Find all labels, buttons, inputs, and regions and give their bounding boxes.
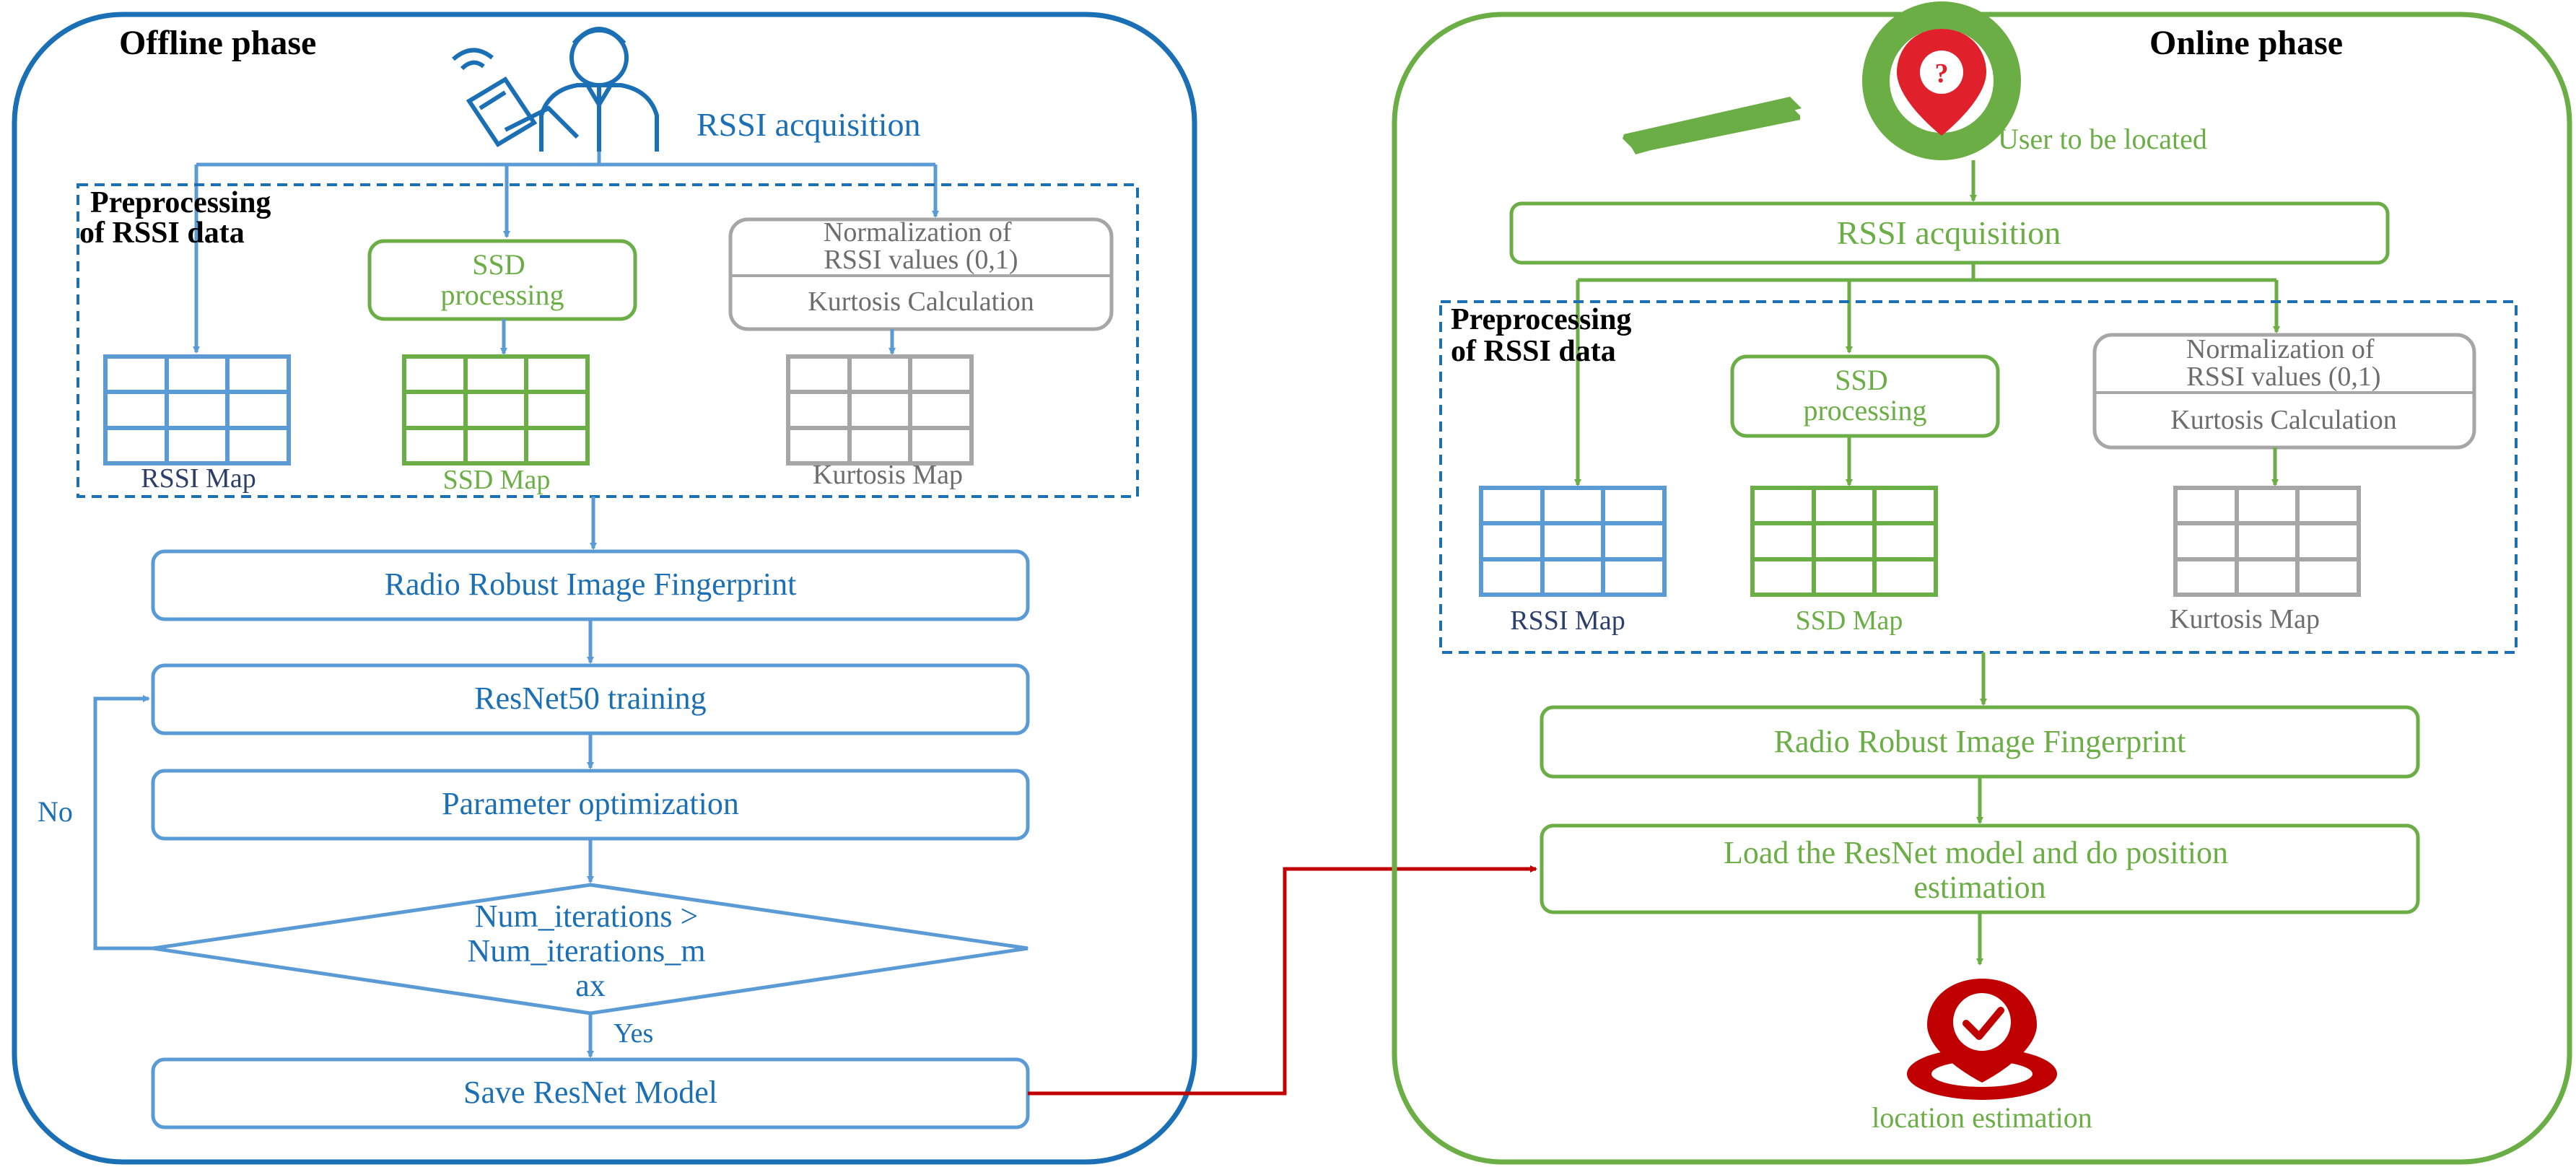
offline-phase: Offline phase RSSI acquisition Prepro [12,12,1197,1165]
offline-ssd-processing-label: SSD processing [440,248,564,311]
offline-kurtosis-calc-label: Kurtosis Calculation [808,287,1034,317]
offline-training-label: ResNet50 training [474,681,706,716]
offline-save-model-label: Save ResNet Model [463,1075,717,1110]
online-kurtosis-map-grid [2173,486,2361,597]
online-preprocessing-group [1439,300,2518,654]
online-ssd-map-label: SSD Map [1796,606,1903,636]
online-phase-title: Online phase [2149,24,2343,62]
online-fingerprint-label: Radio Robust Image Fingerprint [1774,724,2186,759]
online-load-model-label: Load the ResNet model and do position es… [1724,835,2236,905]
offline-rssi-map-grid [103,354,291,466]
offline-yes-label: Yes [614,1018,653,1049]
online-ssd-map-grid [1750,486,1938,597]
online-kurtosis-calc-label: Kurtosis Calculation [2170,405,2396,435]
offline-preprocessing-label: Preprocessing of RSSI data [79,186,279,250]
location-estimation-icon [1907,979,2057,1100]
offline-phase-title: Offline phase [119,24,316,62]
offline-kurtosis-map-label: Kurtosis Map [813,460,963,490]
online-rssi-acquisition-label: RSSI acquisition [1837,214,2061,251]
online-ssd-processing-box [1730,354,2000,438]
online-location-label: location estimation [1872,1101,2092,1134]
offline-ssd-map-grid [402,354,590,466]
online-ssd-processing-label: SSD processing [1803,364,1926,427]
user-location-pin-icon: ? [1623,1,2021,160]
person-with-phone-icon [452,27,659,152]
online-acquisition-connectors [1574,263,2280,486]
offline-no-loop-line [93,695,153,950]
offline-phase-frame [12,12,1197,1165]
offline-kurtosis-map-grid [786,354,974,466]
online-user-label: User to be located [1998,123,2207,155]
offline-acquisition-connectors [193,152,939,354]
offline-rssi-map-label: RSSI Map [141,463,256,494]
offline-param-opt-label: Parameter optimization [442,786,739,821]
online-kurtosis-map-label: Kurtosis Map [2170,604,2320,634]
online-rssi-map-grid [1479,486,1667,597]
online-preprocessing-label: Preprocessing of RSSI data [1451,303,1639,368]
user-location-pin-symbol: ? [1935,58,1949,89]
offline-fingerprint-label: Radio Robust Image Fingerprint [385,567,797,602]
online-normalization-label: Normalization of RSSI values (0,1) [2186,334,2381,392]
offline-normalization-label: Normalization of RSSI values (0,1) [824,217,1018,275]
offline-preprocessing-group [77,183,1139,498]
offline-ssd-map-label: SSD Map [443,465,551,495]
offline-no-label: No [38,795,73,828]
online-rssi-acquisition-box [1509,201,2390,265]
online-phase: Online phase ? User to be located RSSI a… [1392,1,2572,1165]
offline-rssi-acquisition-label: RSSI acquisition [697,106,921,143]
offline-decision-label: Num_iterations > Num_iterations_m ax [468,899,714,1003]
model-transfer-connector [1028,865,1537,1096]
online-rssi-map-label: RSSI Map [1510,606,1625,636]
